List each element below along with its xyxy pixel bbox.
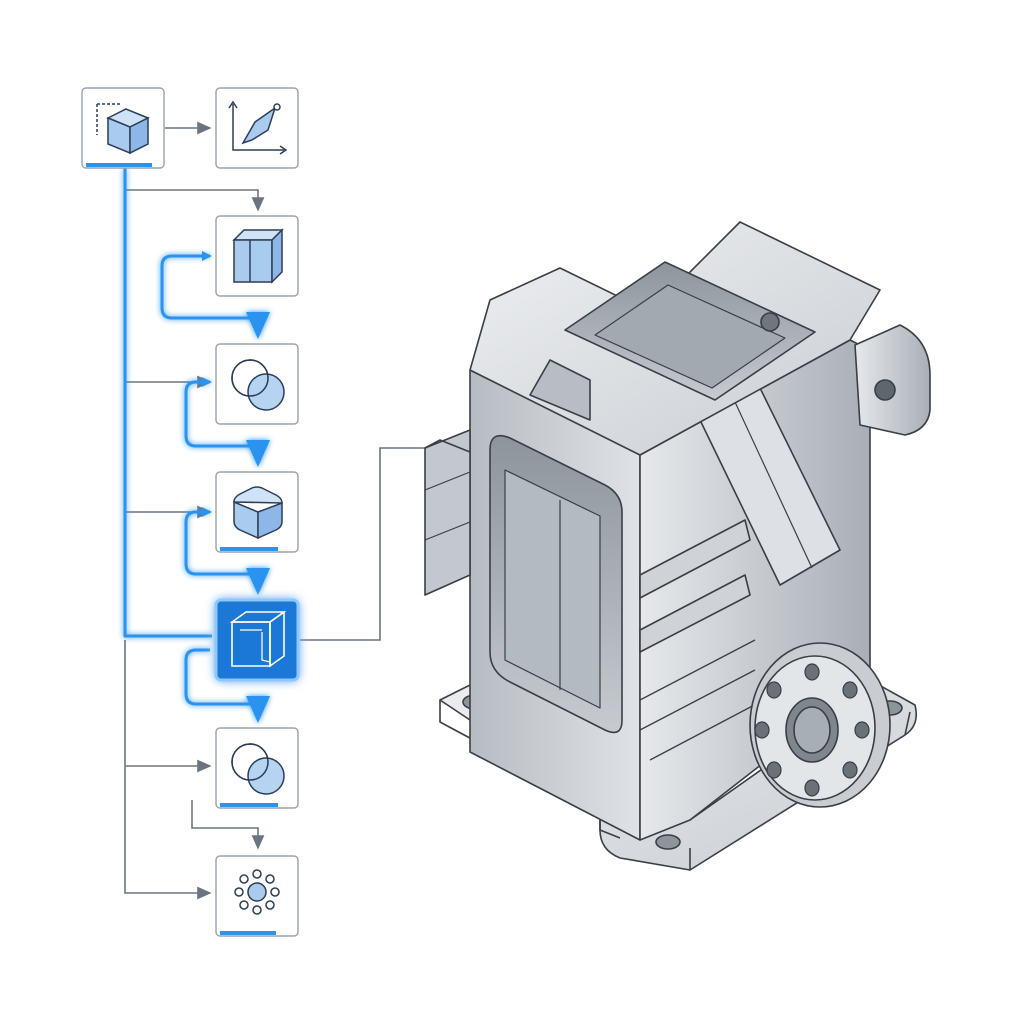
circular-pattern-icon — [234, 869, 280, 915]
boolean-intersect-icon — [231, 743, 285, 795]
tree-node-hole-pattern[interactable] — [215, 855, 299, 937]
loop-fillet-highlight — [184, 510, 270, 595]
tree-node-shell[interactable] — [214, 598, 300, 682]
highlighted-history-path — [123, 168, 270, 723]
loop-boolean1-highlight — [184, 380, 270, 467]
connector-trunk-to-extrude — [124, 168, 265, 212]
tree-node-fillet[interactable] — [215, 471, 299, 553]
trunk-highlight — [123, 168, 212, 638]
tree-node-boolean-1[interactable] — [215, 343, 299, 425]
shell-cube-icon — [229, 610, 287, 668]
gearbox-housing-part[interactable] — [424, 221, 931, 871]
connector-boolean2-to-pattern — [191, 800, 265, 850]
loop-extrude-highlight — [160, 254, 270, 339]
tree-node-boolean-2[interactable] — [215, 727, 299, 809]
highlight-arrowheads — [202, 251, 212, 517]
loop-shell-highlight — [184, 648, 270, 723]
mounting-ear — [854, 324, 931, 436]
tree-node-profile-sketch[interactable] — [215, 87, 299, 169]
boolean-intersect-icon — [231, 359, 285, 411]
tree-node-extrude[interactable] — [215, 215, 299, 297]
profile-curve-icon — [228, 100, 288, 155]
bearing-boss — [749, 642, 891, 808]
connector-trunk-to-pattern — [124, 640, 212, 900]
tree-node-sketch-base[interactable] — [81, 87, 165, 169]
connector-shell-to-model — [300, 447, 425, 641]
extrude-block-icon — [232, 228, 284, 284]
sketch-cube-icon — [96, 103, 150, 155]
fillet-cube-icon — [233, 486, 283, 540]
